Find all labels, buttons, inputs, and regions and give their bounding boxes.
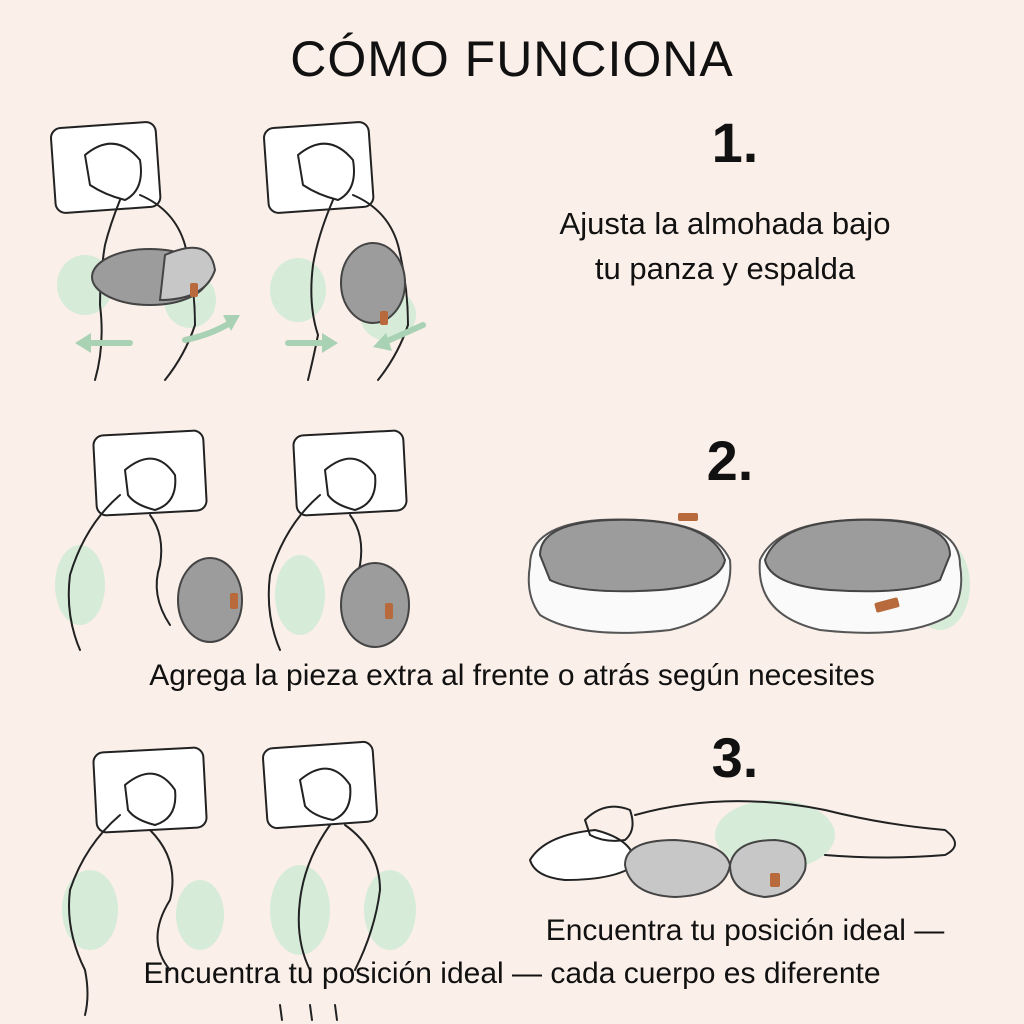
- step2-caption: Agrega la pieza extra al frente o atrás …: [149, 659, 875, 692]
- step2-pillow-illustration: [527, 513, 970, 634]
- step2-illustration-b: [267, 429, 410, 651]
- step2-illustration-a: [55, 429, 243, 651]
- step3-number: 3.: [711, 726, 759, 789]
- step1-illustration-b: [263, 121, 426, 381]
- step1-caption-line2: tu panza y espalda: [594, 251, 856, 286]
- step3-illustration-b: [262, 740, 416, 1021]
- step3-lying-illustration: [528, 800, 956, 899]
- step1-caption-line1: Ajusta la almohada bajo: [559, 206, 891, 241]
- step2-number: 2.: [706, 429, 754, 492]
- step1-illustration-a: [50, 121, 240, 381]
- page-title: CÓMO FUNCIONA: [290, 31, 734, 87]
- step3-caption-right: Encuentra tu posición ideal —: [545, 914, 945, 947]
- step1-number: 1.: [711, 111, 759, 174]
- step3-illustration-a: [62, 746, 224, 1016]
- step3-caption-bottom: Encuentra tu posición ideal — cada cuerp…: [143, 957, 881, 990]
